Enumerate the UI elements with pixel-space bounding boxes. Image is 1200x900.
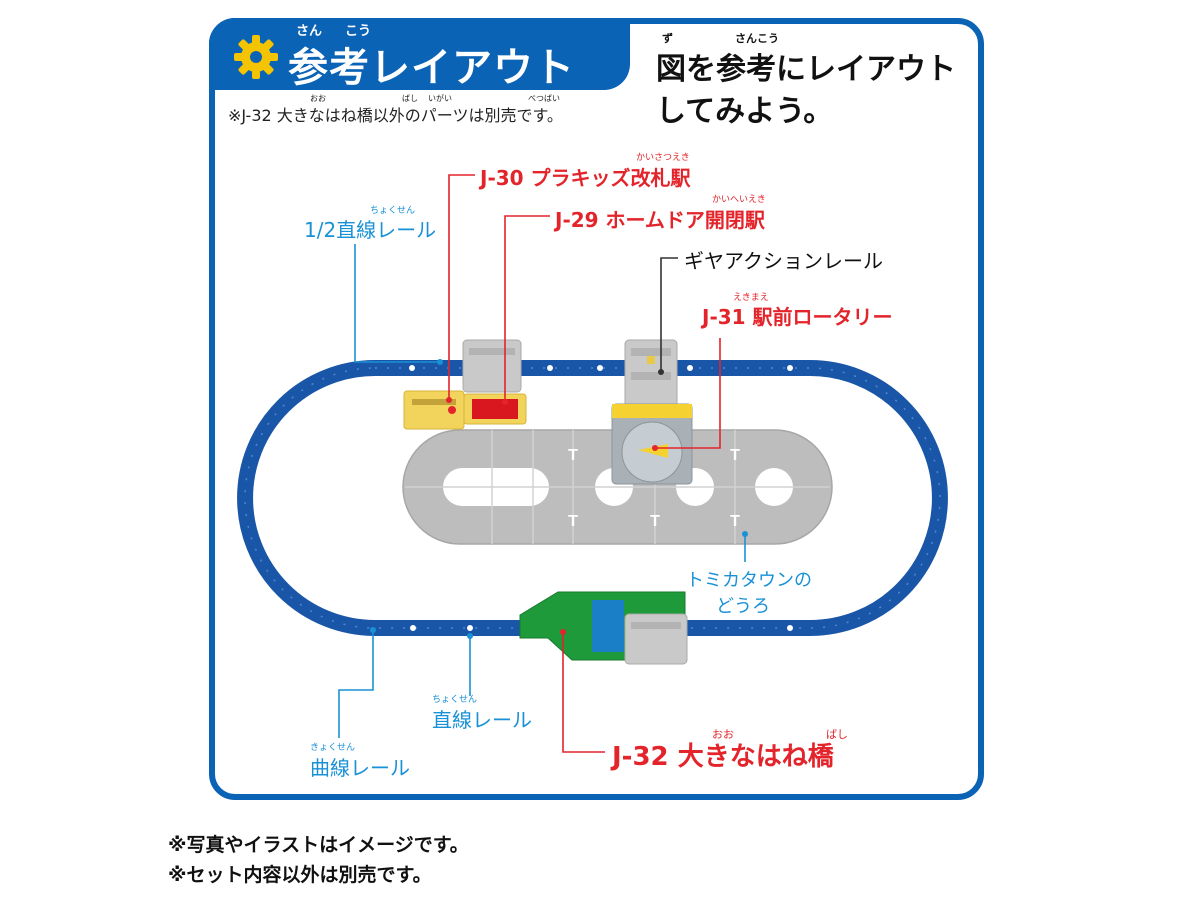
half-straight-ruby: ちょくせん	[370, 206, 416, 216]
leader-j29	[504, 215, 550, 402]
label-curve-rail: 曲線レール	[310, 756, 410, 780]
note-ruby-betsubai: べつばい	[528, 94, 560, 103]
j32-ruby-bashi: ばし	[826, 728, 848, 741]
half-rail-left	[462, 339, 522, 393]
title-ruby-san: さん	[296, 24, 323, 39]
drawbridge	[519, 591, 688, 665]
leader-j31	[655, 338, 721, 449]
road-sign: T	[568, 447, 578, 464]
label-j30-kaisatsu-station: J-30 プラキッズ改札駅	[480, 166, 691, 190]
label-half-straight-rail: 1/2直線レール	[304, 218, 437, 242]
label-j31-station-rotary: J-31 駅前ロータリー	[702, 305, 893, 329]
leader-gear-rail	[660, 257, 678, 372]
track-oval	[237, 360, 948, 636]
note-ruby-bashi: ばし	[402, 94, 418, 103]
layout-panel	[209, 18, 984, 800]
label-straight-rail: 直線レール	[432, 708, 532, 732]
station-rotary	[611, 403, 693, 485]
leader-half-straight	[354, 244, 440, 363]
footer-note-sold-separately: ※セット内容以外は別売です。	[168, 864, 432, 886]
label-tomica-road-line-1: トミカタウンの	[686, 570, 812, 591]
road-sign: T	[730, 447, 740, 464]
title-tab	[209, 18, 630, 90]
leader-j30	[448, 174, 475, 400]
j30-ruby: かいさつえき	[636, 153, 690, 163]
platform-door-station	[463, 393, 527, 425]
leader-j32	[562, 632, 605, 753]
label-tomica-road-line-2: どうろ	[716, 596, 770, 617]
label-j32-drawbridge: J-32 大きなはね橋	[612, 742, 834, 772]
road-sign: T	[568, 513, 578, 530]
road-sign: T	[730, 513, 740, 530]
headline-line-1: 図を参考にレイアウト	[656, 52, 956, 87]
road-sign: T	[650, 513, 660, 530]
straight-ruby: ちょくせん	[432, 695, 478, 705]
gear-action-rail	[624, 339, 678, 423]
curve-ruby: きょくせん	[310, 743, 356, 753]
note-ruby-oo: おお	[310, 94, 326, 103]
leader-curve	[338, 630, 374, 738]
tomica-road	[402, 429, 833, 545]
headline-ruby-sankou: さんこう	[735, 32, 779, 45]
page-title: 参考レイアウト	[288, 45, 575, 91]
headline-ruby-zu: ず	[662, 32, 673, 45]
sold-separately-note: ※J-32 大きなはね橋以外のパーツは別売です。	[228, 106, 563, 125]
j32-ruby-oo: おお	[712, 728, 734, 741]
j31-ruby: えきまえ	[733, 293, 769, 303]
title-ruby-kou: こう	[345, 24, 372, 39]
label-j29-platform-door-station: J-29 ホームドア開閉駅	[555, 208, 765, 232]
j29-ruby: かいへいえき	[712, 195, 766, 205]
kaisatsu-station	[403, 390, 465, 430]
footer-note-image: ※写真やイラストはイメージです。	[168, 834, 469, 856]
headline-line-2: してみよう。	[656, 94, 834, 129]
label-gear-action-rail: ギヤアクションレール	[684, 249, 883, 273]
gear-icon	[234, 35, 278, 79]
note-ruby-igai: いがい	[428, 94, 452, 103]
